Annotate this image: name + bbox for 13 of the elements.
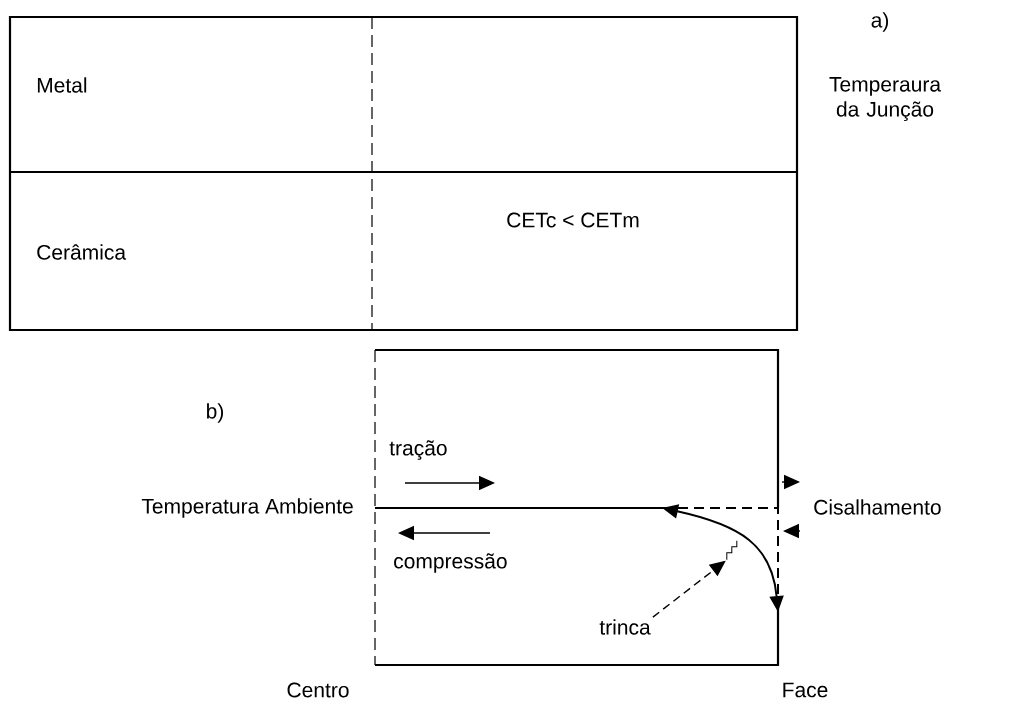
label-text: a) (871, 12, 889, 32)
label-text: Cisalhamento (814, 499, 941, 515)
label-text: b) (207, 403, 224, 423)
label-text: CETc < CETm (507, 212, 639, 228)
label-text: Face (783, 682, 828, 698)
label-text: tração (389, 440, 447, 460)
label-text: Temperaura da Junção (829, 77, 942, 121)
label-text: Cerâmica (37, 244, 127, 260)
label-text: Metal (37, 77, 87, 93)
label-text: compressão (394, 553, 507, 573)
label-text: Temperatura Ambiente (141, 498, 353, 518)
crack-icon (726, 540, 738, 561)
label-text: Centro (287, 682, 349, 698)
